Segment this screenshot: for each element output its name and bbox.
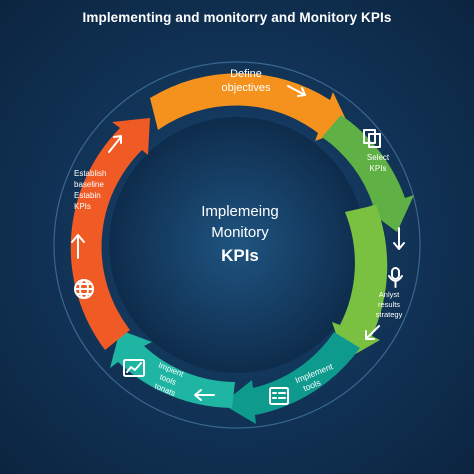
- arrow-down-left-icon: [365, 325, 380, 340]
- step-label-line: Establish: [74, 169, 106, 178]
- step-analyst-results: Anlyst results strategy: [365, 227, 405, 340]
- step-label-line: Estabin: [74, 191, 101, 200]
- arrow-left-icon: [194, 389, 215, 401]
- document-icon: [363, 129, 381, 148]
- arrow-up-right-icon: [108, 135, 122, 153]
- step-label-line: Select: [367, 153, 390, 162]
- microphone-icon: [388, 267, 403, 288]
- arrow-down-icon: [393, 227, 405, 250]
- step-label-line: results: [378, 300, 400, 309]
- step-select-kpis: Select KPIs: [363, 129, 390, 173]
- globe-icon: [74, 279, 94, 299]
- arrow-up-icon: [71, 234, 85, 259]
- step-label-line: KPIs: [370, 164, 387, 173]
- step-define-objectives: Define objectives: [222, 68, 306, 97]
- checklist-icon: [269, 387, 289, 405]
- center-line-2: Monitory: [211, 224, 269, 241]
- center-circle: [109, 117, 365, 373]
- segment-impient-tools: [110, 330, 235, 408]
- center-line-1: Implemeing: [201, 203, 279, 220]
- segment-implement-tools: [222, 332, 360, 424]
- segment-select-kpis: [322, 115, 414, 232]
- step-label-line: baseline: [74, 180, 104, 189]
- step-impient-tools: Impient tools tonats: [123, 359, 215, 401]
- center-line-3: KPIs: [221, 246, 259, 265]
- step-label-line: Anlyst: [379, 290, 400, 299]
- step-label-line: Define: [230, 68, 262, 80]
- segment-analyst-results: [332, 205, 388, 360]
- segment-establish-baseline: [70, 118, 150, 350]
- step-establish-baseline: Establish baseline Estabin KPIs: [71, 135, 122, 299]
- diagram-title: Implementing and monitorry and Monitory …: [82, 10, 392, 25]
- center-label: Implemeing Monitory KPIs: [201, 203, 279, 265]
- segment-define-objectives: [150, 73, 350, 141]
- step-label-line: objectives: [222, 82, 271, 94]
- outer-guide-ring: [53, 61, 421, 429]
- chart-window-icon: [123, 359, 145, 377]
- arrow-right-icon: [287, 85, 306, 97]
- step-label-line: KPIs: [74, 202, 91, 211]
- step-label-line: strategy: [376, 310, 403, 319]
